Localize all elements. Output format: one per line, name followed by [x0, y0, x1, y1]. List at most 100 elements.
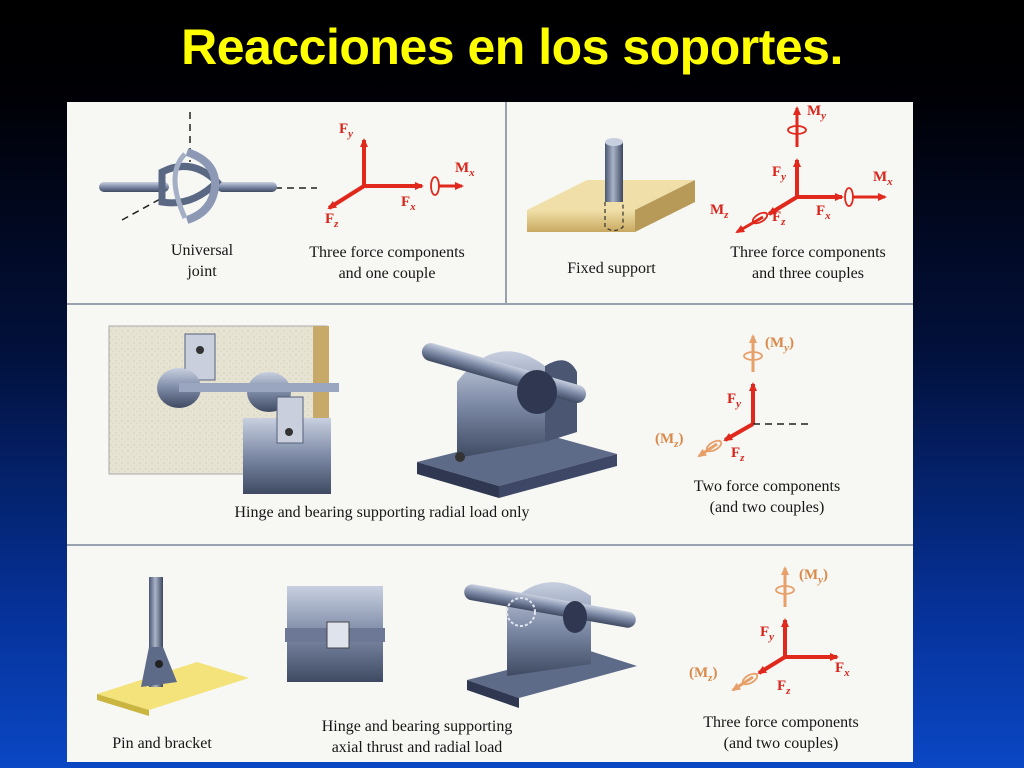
label-Fy: Fy: [772, 165, 786, 183]
symbol-close: ): [678, 431, 684, 447]
symbol-main: M: [807, 103, 822, 119]
universal-joint-drawing: [99, 112, 317, 224]
supports-figure: Universal joint Three force components a…: [67, 102, 913, 762]
fixed-support-drawing: [527, 138, 695, 232]
symbol-sub: y: [821, 110, 827, 122]
symbol-sub: y: [348, 128, 354, 140]
symbol-main: F: [772, 209, 782, 225]
symbol-sub: x: [410, 201, 416, 213]
label-My-paren: (My): [799, 568, 828, 586]
label-Mx: Mx: [873, 170, 893, 188]
fixed-support-reaction-axes: [735, 106, 887, 234]
universal-joint-reaction-axes: [327, 138, 464, 210]
caption-line: Hinge and bearing supporting radial load…: [234, 504, 530, 521]
slide-title: Reacciones en los soportes.: [181, 19, 843, 75]
label-Mz-paren: (Mz): [689, 666, 717, 684]
symbol-main: F: [339, 121, 349, 137]
universal-joint-reaction-caption: Three force components and one couple: [287, 242, 487, 284]
symbol-close: ): [823, 567, 829, 583]
symbol-sub: x: [469, 167, 475, 179]
pin-hinge-reaction-caption: Three force components (and two couples): [681, 712, 881, 754]
label-Fy: Fy: [760, 625, 774, 643]
symbol-sub: y: [818, 574, 824, 586]
supports-illustrations: [97, 106, 887, 716]
symbol-main: F: [772, 164, 782, 180]
symbol-sub: z: [786, 685, 791, 697]
caption-line: Three force components: [703, 714, 859, 731]
caption-line: Universal: [170, 242, 234, 259]
label-Fx: Fx: [835, 661, 850, 679]
symbol-main: M: [873, 169, 888, 185]
symbol-main: M: [710, 202, 725, 218]
caption-line: Three force components: [309, 244, 465, 261]
pin-bracket-drawing: [97, 577, 249, 716]
symbol-sub: y: [784, 342, 790, 354]
symbol-sub: y: [769, 631, 775, 643]
symbol-main: (M: [765, 335, 785, 351]
caption-line: (and two couples): [723, 735, 839, 752]
hinge-radial-reaction-caption: Two force components (and two couples): [669, 476, 865, 518]
label-Mx: Mx: [455, 161, 475, 179]
symbol-sub: z: [674, 438, 679, 450]
hinge-axial-caption: Hinge and bearing supporting axial thrus…: [287, 716, 547, 758]
label-Fx: Fx: [816, 204, 831, 222]
caption-line: Hinge and bearing supporting: [321, 718, 513, 735]
label-Fz: Fz: [731, 446, 744, 464]
symbol-main: F: [835, 660, 845, 676]
hinge-radial-caption: Hinge and bearing supporting radial load…: [197, 502, 567, 523]
label-Mz: Mz: [710, 203, 728, 221]
caption-line: and one couple: [338, 265, 436, 282]
caption-line: (and two couples): [709, 499, 825, 516]
symbol-main: F: [325, 211, 335, 227]
symbol-sub: y: [736, 398, 742, 410]
pin-hinge-reaction-axes: [731, 566, 839, 692]
universal-joint-caption: Universal joint: [157, 240, 247, 282]
symbol-main: (M: [689, 665, 709, 681]
symbol-sub: x: [825, 210, 831, 222]
symbol-main: (M: [655, 431, 675, 447]
label-My-paren: (My): [765, 336, 794, 354]
symbol-sub: y: [781, 171, 787, 183]
label-Fy: Fy: [727, 392, 741, 410]
symbol-main: (M: [799, 567, 819, 583]
symbol-sub: z: [740, 452, 745, 464]
caption-line: joint: [187, 263, 217, 280]
caption-line: Two force components: [693, 478, 841, 495]
hinge-radial-drawing: [108, 325, 339, 494]
fixed-support-caption: Fixed support: [549, 258, 674, 279]
symbol-sub: z: [724, 209, 729, 221]
symbol-main: F: [401, 194, 411, 210]
caption-line: Fixed support: [567, 260, 656, 277]
hinge-axial-drawing: [285, 586, 385, 682]
symbol-close: ): [789, 335, 795, 351]
caption-line: Pin and bracket: [112, 735, 212, 752]
label-Mz-paren: (Mz): [655, 432, 683, 450]
hinge-radial-reaction-axes: [697, 334, 809, 458]
bearing-radial-drawing: [417, 343, 617, 498]
symbol-main: F: [731, 445, 741, 461]
label-Fy: Fy: [339, 122, 353, 140]
divider-row-2: [67, 544, 913, 546]
label-Fx: Fx: [401, 195, 416, 213]
symbol-main: M: [455, 160, 470, 176]
symbol-sub: z: [781, 216, 786, 228]
fixed-support-reaction-caption: Three force components and three couples: [708, 242, 908, 284]
caption-line: axial thrust and radial load: [331, 739, 503, 756]
divider-col-1: [505, 102, 507, 303]
symbol-main: F: [727, 391, 737, 407]
label-My: My: [807, 104, 826, 122]
divider-row-1: [67, 303, 913, 305]
label-Fz: Fz: [772, 210, 785, 228]
symbol-sub: z: [708, 672, 713, 684]
symbol-sub: x: [844, 667, 850, 679]
symbol-close: ): [712, 665, 718, 681]
label-Fz: Fz: [325, 212, 338, 230]
symbol-main: F: [777, 678, 787, 694]
pin-bracket-caption: Pin and bracket: [97, 733, 227, 754]
bearing-axial-drawing: [464, 582, 637, 708]
label-Fz: Fz: [777, 679, 790, 697]
symbol-sub: z: [334, 218, 339, 230]
caption-line: and three couples: [752, 265, 864, 282]
symbol-main: F: [816, 203, 826, 219]
symbol-sub: x: [887, 176, 893, 188]
